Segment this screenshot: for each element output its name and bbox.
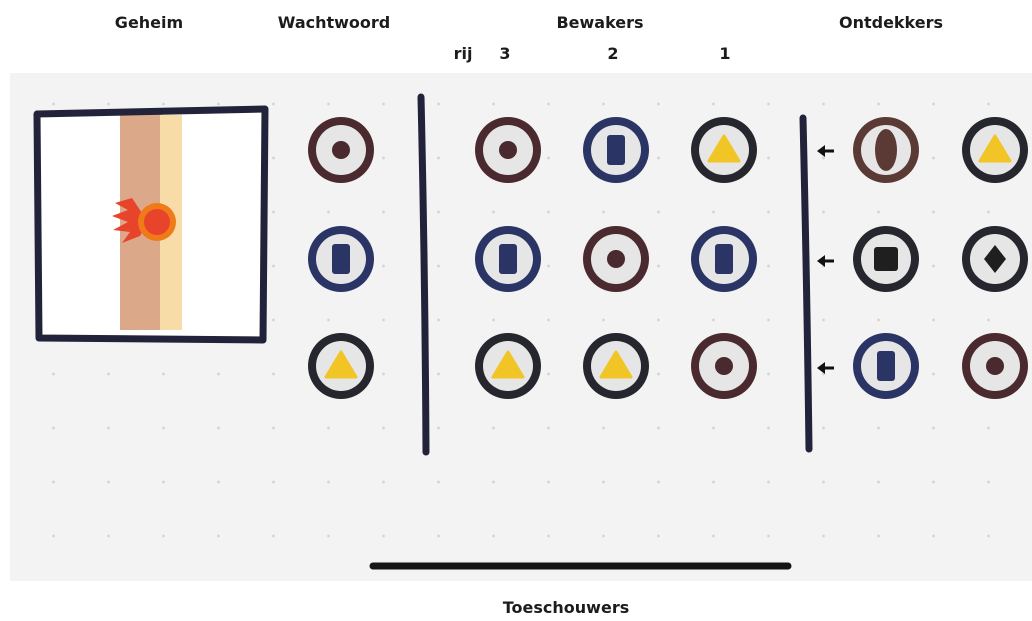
password-token: [308, 226, 374, 292]
guard-token: [583, 226, 649, 292]
discoverer-token: [853, 117, 919, 183]
rectangle-symbol-icon: [607, 135, 625, 165]
dot-symbol-icon: [332, 141, 350, 159]
password-token: [308, 117, 374, 183]
discoverer-token: [962, 226, 1028, 292]
divider-right: [803, 118, 809, 449]
arrow-left-icon: [817, 362, 834, 374]
password-token: [308, 333, 374, 399]
square-symbol-icon: [874, 247, 898, 271]
dot-symbol-icon: [607, 250, 625, 268]
arrow-left-icon: [817, 145, 834, 157]
rectangle-symbol-icon: [877, 351, 895, 381]
guard-token: [691, 333, 757, 399]
rectangle-symbol-icon: [499, 244, 517, 274]
guard-token: [583, 333, 649, 399]
footer-audience: Toeschouwers: [503, 598, 629, 617]
discoverer-token: [853, 333, 919, 399]
rectangle-symbol-icon: [332, 244, 350, 274]
guard-token: [475, 226, 541, 292]
discoverer-token: [962, 333, 1028, 399]
dot-symbol-icon: [986, 357, 1004, 375]
guard-token: [691, 117, 757, 183]
rectangle-symbol-icon: [715, 244, 733, 274]
guard-token: [691, 226, 757, 292]
discoverer-token: [962, 117, 1028, 183]
guard-token: [583, 117, 649, 183]
oval-symbol-icon: [875, 129, 897, 171]
dot-symbol-icon: [715, 357, 733, 375]
dot-symbol-icon: [499, 141, 517, 159]
guard-token: [475, 333, 541, 399]
divider-left: [421, 97, 426, 452]
discoverer-token: [853, 226, 919, 292]
guard-token: [475, 117, 541, 183]
arrow-left-icon: [817, 255, 834, 267]
scroll-with-seal-icon: [37, 109, 265, 340]
